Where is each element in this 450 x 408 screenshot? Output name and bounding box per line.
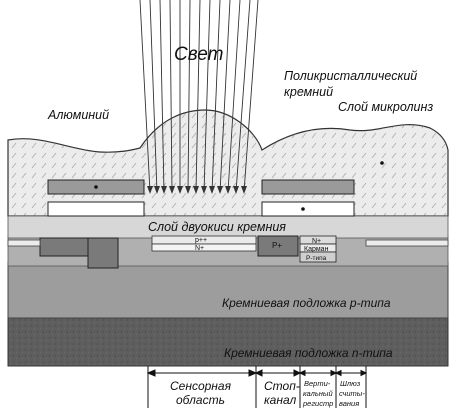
poly-silicon-label-1: Поликристаллический xyxy=(284,69,417,83)
left-dark-well xyxy=(39,237,89,257)
substrate-n-layer xyxy=(7,317,449,367)
left-light-strip xyxy=(7,239,41,247)
aluminum-label: Алюминий xyxy=(47,108,109,122)
p-type-small-label: P-типа xyxy=(306,255,327,262)
lens-dot xyxy=(380,161,384,165)
substrate-p-layer xyxy=(7,261,449,319)
p-plus-plus-label: p++ xyxy=(195,237,207,244)
pocket-label: Карман xyxy=(304,246,329,253)
vertical-register-label-2: кальный xyxy=(303,389,333,398)
n-plus-small-label: N+ xyxy=(195,245,204,252)
poly-electrode-left xyxy=(47,201,145,217)
n-plus-sensor-region xyxy=(151,243,257,252)
readout-gate-label-1: Шлюз xyxy=(340,379,361,388)
p-plus-label: P+ xyxy=(272,241,282,250)
electrode-dot-left xyxy=(94,185,98,189)
microlens-label: Слой микролинз xyxy=(338,100,433,114)
poly-electrode-right xyxy=(261,201,355,217)
vertical-register-label-1: Верти- xyxy=(304,379,331,388)
stop-channel-label-2: канал xyxy=(264,393,296,407)
electrode-dot-right xyxy=(301,207,305,211)
ray-arrowheads xyxy=(147,186,247,194)
left-dark-well-lower xyxy=(87,237,119,269)
p-type-pocket-region xyxy=(299,251,337,263)
sensor-region-label-2: область xyxy=(176,393,225,407)
stop-channel-label-1: Стоп- xyxy=(264,379,300,393)
aluminum-electrode-right xyxy=(261,179,355,195)
readout-gate-label-2: считы- xyxy=(339,389,365,398)
p-plus-stop-region xyxy=(257,235,299,257)
right-light-strip xyxy=(365,239,449,247)
readout-gate-label-3: вания xyxy=(339,399,359,408)
sensor-region-label-1: Сенсорная xyxy=(170,379,232,393)
substrate-n-label: Кремниевая подложка n-типа xyxy=(224,346,393,360)
oxide-label: Слой двуокиси кремния xyxy=(148,220,286,234)
n-plus-label: N+ xyxy=(312,238,321,245)
light-label: Свет xyxy=(174,44,223,65)
vertical-register-label-3: регистр xyxy=(302,399,333,408)
poly-silicon-label-2: кремний xyxy=(284,85,333,99)
region-dimension-lines xyxy=(146,366,368,408)
light-rays xyxy=(139,0,259,193)
substrate-p-label: Кремниевая подложка p-типа xyxy=(222,296,391,310)
